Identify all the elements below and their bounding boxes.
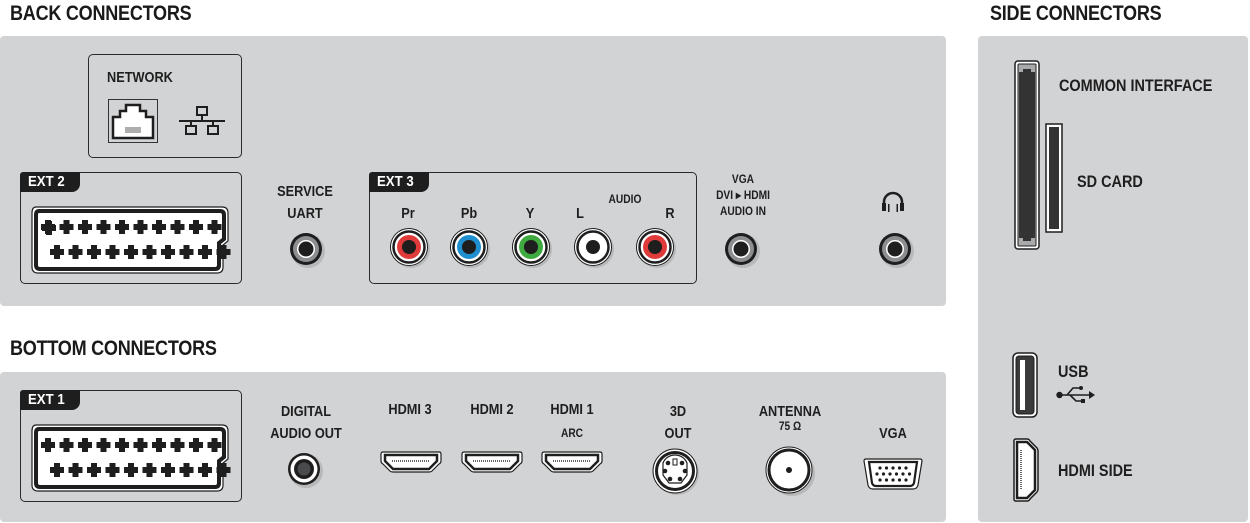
side-connectors-title: SIDE CONNECTORS bbox=[990, 2, 1162, 25]
antenna-coax-icon[interactable] bbox=[764, 445, 818, 499]
ext3-group bbox=[369, 172, 697, 284]
rca-jack-l-icon[interactable] bbox=[573, 226, 617, 270]
hdmi3-label: HDMI 3 bbox=[388, 401, 432, 418]
vga-port-icon[interactable] bbox=[863, 458, 923, 490]
ext2-group bbox=[20, 172, 242, 284]
service-uart-label-2: UART bbox=[287, 205, 323, 222]
service-uart-jack-icon[interactable] bbox=[288, 230, 328, 270]
bottom-connectors-title: BOTTOM CONNECTORS bbox=[10, 337, 217, 360]
rj45-port-icon[interactable] bbox=[108, 99, 158, 143]
ext3-tag: EXT 3 bbox=[369, 172, 429, 192]
hdmi3-port-icon[interactable] bbox=[380, 450, 442, 474]
rca-jack-pb-icon[interactable] bbox=[449, 226, 493, 270]
headphone-jack-icon[interactable] bbox=[877, 230, 917, 270]
digital-audio-out-label-2: AUDIO OUT bbox=[270, 425, 342, 442]
ext2-tag: EXT 2 bbox=[20, 172, 80, 192]
usb-label: USB bbox=[1058, 362, 1089, 381]
mini-din-icon[interactable] bbox=[651, 447, 703, 497]
rca-jack-pr-icon[interactable] bbox=[389, 226, 433, 270]
service-uart-label-1: SERVICE bbox=[277, 183, 333, 200]
ext1-tag: EXT 1 bbox=[20, 390, 80, 410]
ci-slot-icon[interactable] bbox=[1014, 60, 1040, 250]
vga-audio-in-jack-icon[interactable] bbox=[723, 230, 763, 270]
digital-audio-out-label-1: DIGITAL bbox=[280, 403, 332, 420]
ext3-jack-label-r: R bbox=[665, 205, 675, 222]
out-3d-label-2: OUT bbox=[664, 425, 692, 442]
hdmi1-port-icon[interactable] bbox=[541, 450, 603, 474]
network-label: NETWORK bbox=[107, 69, 173, 86]
antenna-impedance-label: 75 Ω bbox=[778, 419, 802, 433]
ext3-jack-label-y: Y bbox=[525, 205, 535, 222]
back-connectors-title: BACK CONNECTORS bbox=[10, 2, 192, 25]
hdmi1-arc-label: ARC bbox=[560, 426, 584, 440]
common-interface-label: COMMON INTERFACE bbox=[1059, 76, 1213, 95]
antenna-label: ANTENNA bbox=[758, 403, 822, 420]
sd-card-label: SD CARD bbox=[1077, 172, 1143, 191]
network-topology-icon bbox=[179, 106, 225, 135]
ext3-jack-label-pb: Pb bbox=[460, 205, 478, 222]
vga-audio-in-label-2: DVI ▸ HDMI bbox=[716, 188, 770, 202]
ext3-audio-label: AUDIO bbox=[608, 192, 642, 206]
vga-audio-in-label-1: VGA bbox=[731, 172, 755, 186]
hdmi-side-label: HDMI SIDE bbox=[1058, 461, 1133, 480]
ext1-group bbox=[20, 390, 242, 502]
usb-symbol-icon bbox=[1056, 386, 1095, 403]
vga-label: VGA bbox=[879, 425, 907, 442]
network-group bbox=[88, 54, 242, 158]
scart-connector-icon[interactable] bbox=[30, 205, 231, 275]
out-3d-label-1: 3D bbox=[669, 403, 687, 420]
hdmi-side-port-icon[interactable] bbox=[1013, 438, 1039, 502]
usb-port-icon[interactable] bbox=[1012, 352, 1038, 418]
sd-slot-icon[interactable] bbox=[1045, 123, 1063, 233]
ext3-jack-label-l: L bbox=[576, 205, 584, 222]
vga-audio-in-label-3: AUDIO IN bbox=[720, 204, 766, 218]
scart-connector-icon[interactable] bbox=[30, 423, 231, 493]
headphones-icon bbox=[882, 191, 904, 212]
coax-jack-icon[interactable] bbox=[286, 450, 326, 490]
hdmi2-port-icon[interactable] bbox=[461, 450, 523, 474]
hdmi1-label: HDMI 1 bbox=[550, 401, 594, 418]
rca-jack-y-icon[interactable] bbox=[511, 226, 555, 270]
rca-jack-r-icon[interactable] bbox=[635, 226, 679, 270]
ext3-jack-label-pr: Pr bbox=[401, 205, 415, 222]
hdmi2-label: HDMI 2 bbox=[470, 401, 514, 418]
